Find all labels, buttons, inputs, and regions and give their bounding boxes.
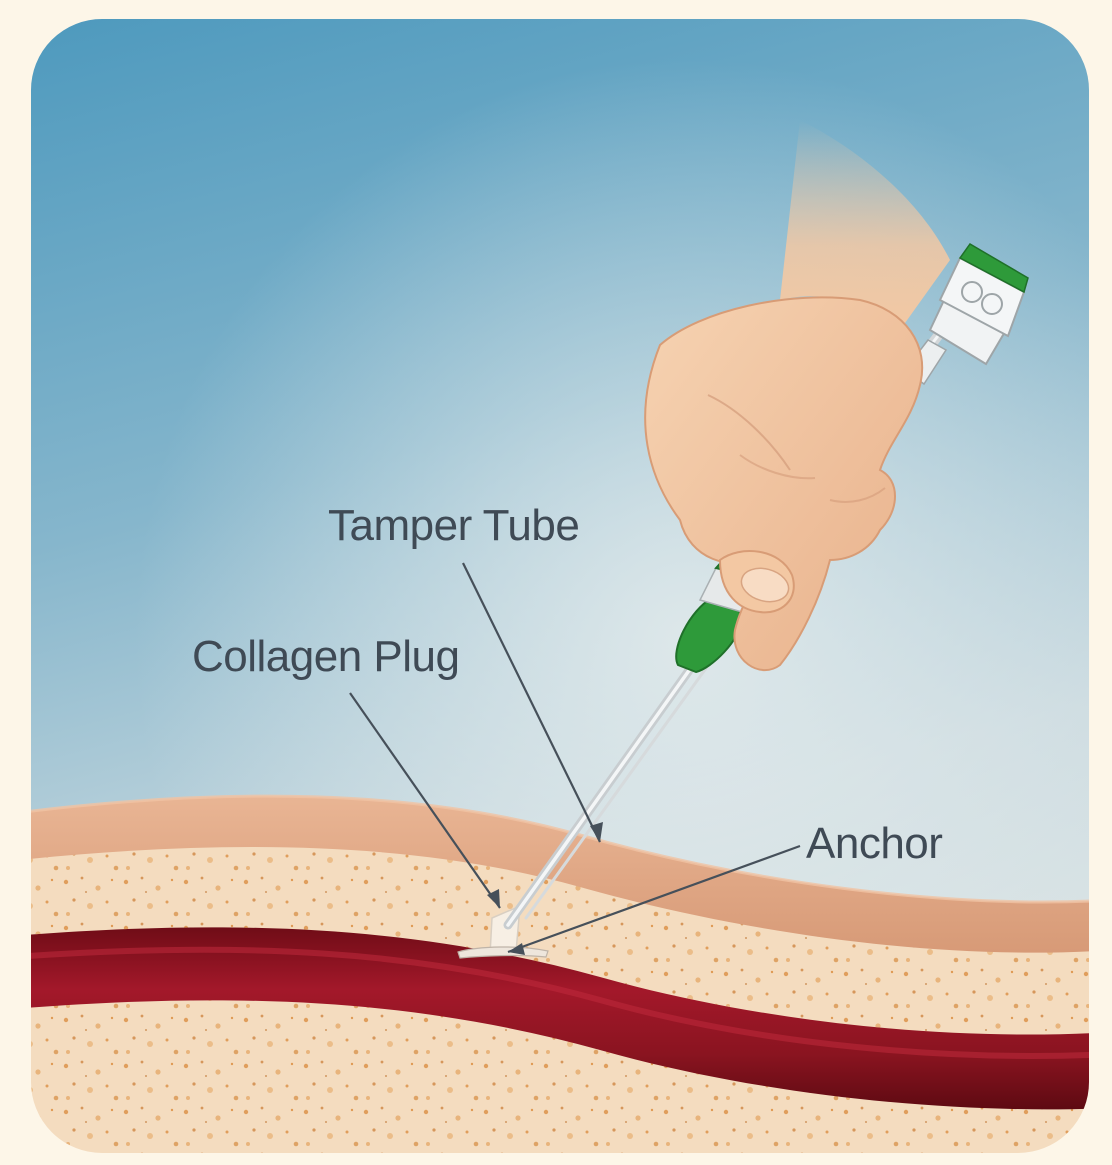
collagen-plug-label: Collagen Plug (192, 632, 459, 681)
anchor-label: Anchor (806, 819, 942, 868)
tamper-tube-label: Tamper Tube (328, 501, 579, 550)
